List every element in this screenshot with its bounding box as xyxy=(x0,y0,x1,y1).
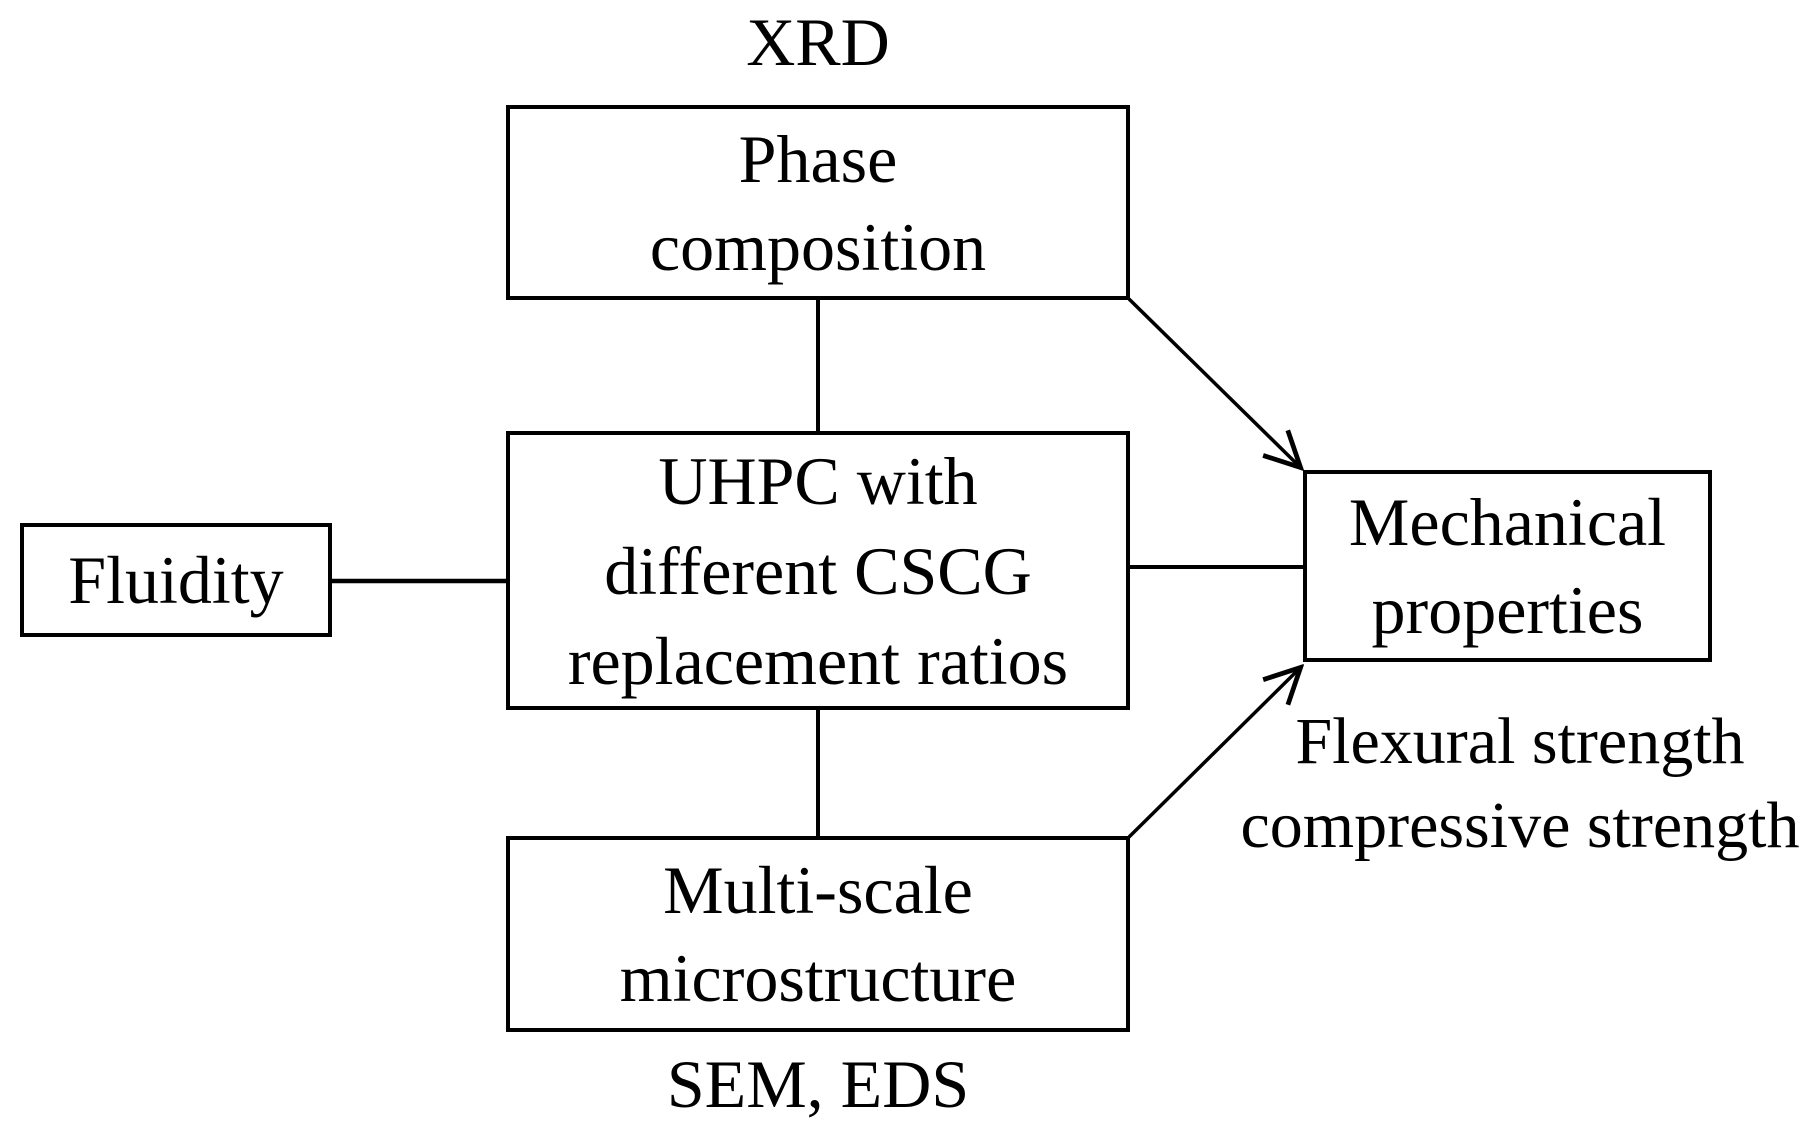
strength-annotation-line-2: compressive strength xyxy=(1240,789,1800,862)
xrd-label-text: XRD xyxy=(746,4,890,80)
arrow-phase-to-mechanical xyxy=(1127,297,1299,466)
sem-eds-label-text: SEM, EDS xyxy=(666,1046,970,1122)
mechanical-properties-box: Mechanical properties xyxy=(1303,470,1712,662)
strength-annotation: Flexural strength compressive strength xyxy=(1214,700,1811,868)
multiscale-line-2: microstructure xyxy=(619,940,1017,1016)
uhpc-line-1: UHPC with xyxy=(658,442,978,519)
mechanical-line-2: properties xyxy=(1371,572,1644,648)
xrd-label: XRD xyxy=(506,6,1130,78)
fluidity-line-1: Fluidity xyxy=(68,542,284,618)
sem-eds-label: SEM, EDS xyxy=(506,1048,1130,1120)
multiscale-microstructure-box: Multi-scale microstructure xyxy=(506,836,1130,1032)
uhpc-line-3: replacement ratios xyxy=(567,622,1069,699)
phase-composition-line-2: composition xyxy=(649,208,987,285)
multiscale-line-1: Multi-scale xyxy=(663,852,973,928)
uhpc-line-2: different CSCG xyxy=(604,532,1032,609)
uhpc-box: UHPC with different CSCG replacement rat… xyxy=(506,431,1130,710)
phase-composition-box: Phase composition xyxy=(506,105,1130,300)
strength-annotation-line-1: Flexural strength xyxy=(1295,705,1745,778)
mechanical-line-1: Mechanical xyxy=(1348,484,1667,560)
arrow-multiscale-to-mechanical xyxy=(1127,669,1299,839)
phase-composition-line-1: Phase xyxy=(738,120,898,197)
fluidity-box: Fluidity xyxy=(20,523,332,637)
